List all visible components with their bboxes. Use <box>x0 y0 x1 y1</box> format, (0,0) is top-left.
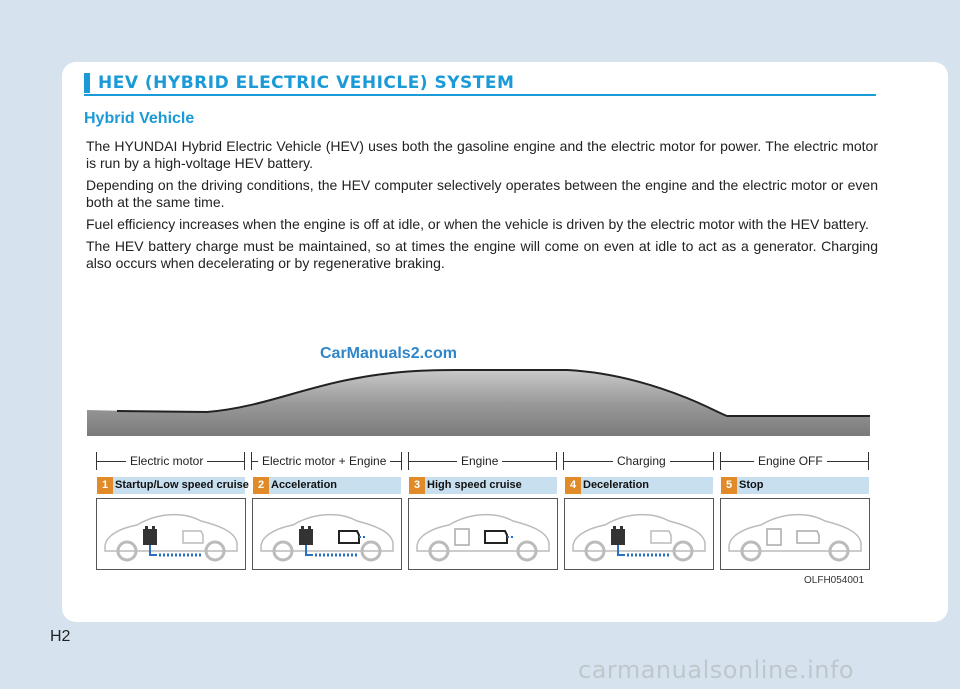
step-number-badge: 5 <box>721 477 737 494</box>
car-panel-motor-engine <box>252 498 402 570</box>
battery-icon <box>766 528 782 546</box>
battery-icon <box>611 526 625 545</box>
step-bar: 3 High speed cruise <box>409 477 557 494</box>
step-label: High speed cruise <box>427 479 522 491</box>
footer-watermark: carmanualsonline.info <box>578 656 855 684</box>
engine-icon <box>650 530 672 544</box>
step-number-badge: 4 <box>565 477 581 494</box>
car-panel-engine <box>408 498 558 570</box>
step-bar: 2 Acceleration <box>253 477 401 494</box>
engine-icon <box>796 530 820 544</box>
step-number-badge: 3 <box>409 477 425 494</box>
mode-tick <box>713 452 714 470</box>
engine-icon <box>484 530 508 544</box>
step-number-badge: 1 <box>97 477 113 494</box>
page-header-title: HEV (HYBRID ELECTRIC VEHICLE) SYSTEM <box>98 73 515 93</box>
car-panel-motor <box>96 498 246 570</box>
battery-icon <box>143 526 157 545</box>
paragraph: Fuel efficiency increases when the engin… <box>86 216 869 232</box>
step-label: Deceleration <box>583 479 650 491</box>
car-panel-charging <box>564 498 714 570</box>
page-number: H2 <box>50 628 71 645</box>
mode-tick <box>868 452 869 470</box>
figure-code: OLFH054001 <box>804 575 865 586</box>
mode-tick <box>401 452 402 470</box>
mode-label: Engine OFF <box>754 453 827 469</box>
watermark: CarManuals2.com <box>320 345 457 362</box>
mode-label: Electric motor + Engine <box>258 453 391 469</box>
step-bar: 4 Deceleration <box>565 477 713 494</box>
engine-icon <box>182 530 204 544</box>
step-bar: 5 Stop <box>721 477 869 494</box>
road-profile-illustration <box>87 369 870 436</box>
mode-tick <box>244 452 245 470</box>
section-title: Hybrid Vehicle <box>84 110 195 127</box>
mode-label: Electric motor <box>126 453 208 469</box>
battery-icon <box>454 528 470 546</box>
battery-icon <box>299 526 313 545</box>
mode-tick <box>556 452 557 470</box>
paragraph: The HEV battery charge must be maintaine… <box>86 238 878 271</box>
header-accent-bar <box>84 73 90 93</box>
step-label: Acceleration <box>271 479 338 491</box>
step-label: Startup/Low speed cruise <box>115 479 249 491</box>
car-panel-stop <box>720 498 870 570</box>
mode-label: Engine <box>457 453 503 469</box>
mode-label: Charging <box>613 453 670 469</box>
step-label: Stop <box>739 479 764 491</box>
paragraph: The HYUNDAI Hybrid Electric Vehicle (HEV… <box>86 138 878 171</box>
engine-icon <box>338 530 360 544</box>
header-rule <box>84 94 876 96</box>
step-number-badge: 2 <box>253 477 269 494</box>
step-bar: 1 Startup/Low speed cruise <box>97 477 249 494</box>
body-text: The HYUNDAI Hybrid Electric Vehicle (HEV… <box>86 138 878 277</box>
paragraph: Depending on the driving conditions, the… <box>86 177 878 210</box>
